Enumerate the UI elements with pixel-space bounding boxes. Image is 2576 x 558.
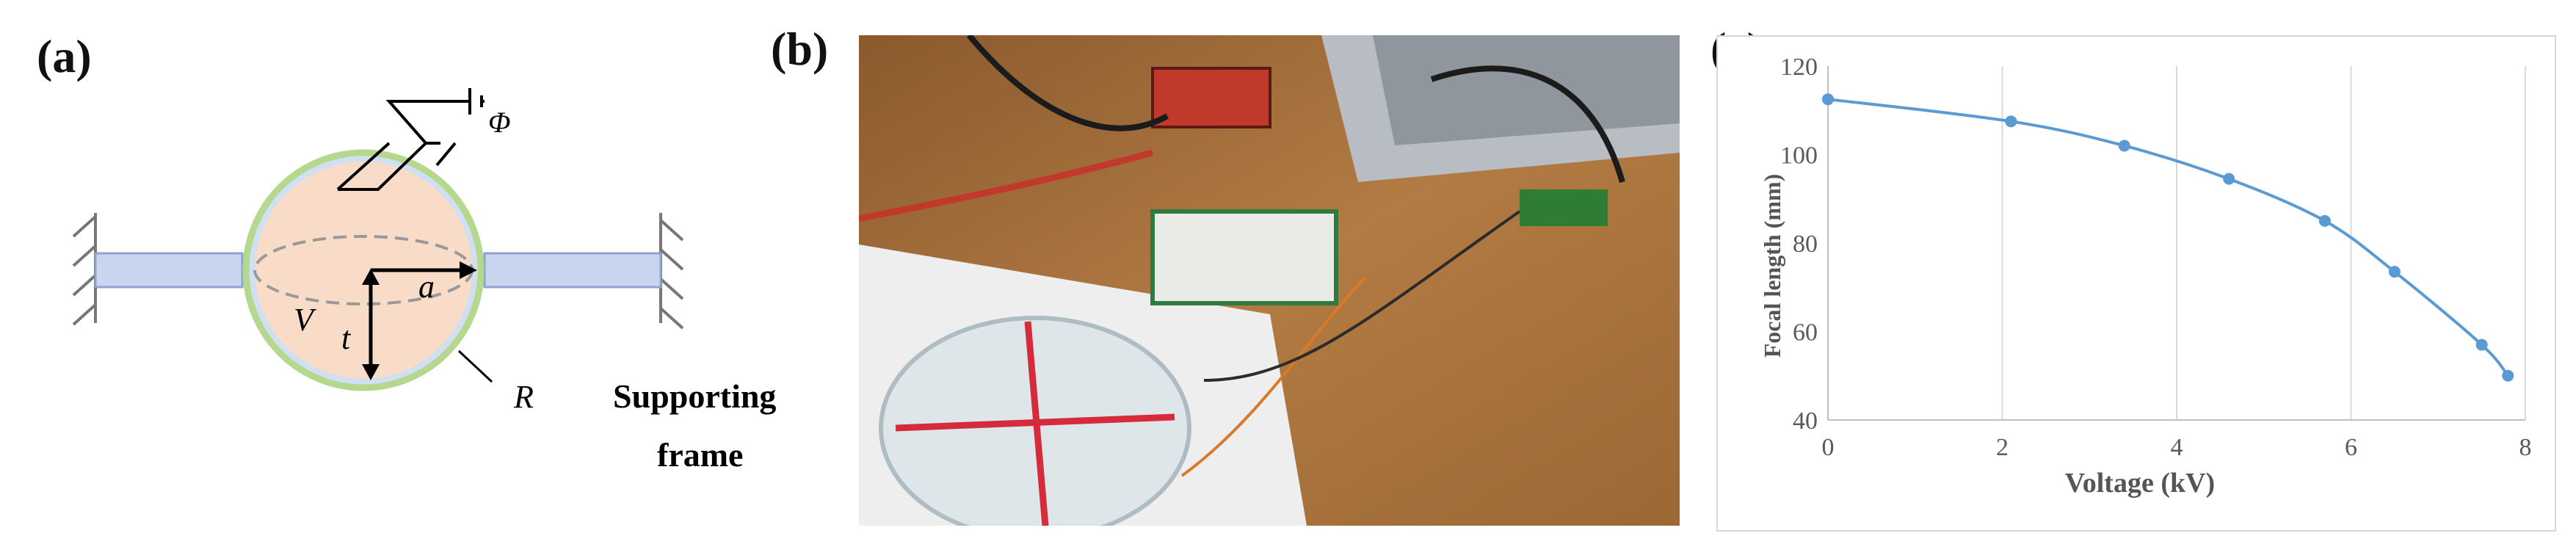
axes <box>1827 66 2525 421</box>
cable-red <box>859 149 1154 222</box>
electrode-vertical <box>1024 321 1049 526</box>
cable-wire <box>1203 210 1521 382</box>
frame-label-line1: Supporting <box>613 377 776 415</box>
panel-label-b: (b) <box>771 23 829 75</box>
x-tick-label: 0 <box>1822 434 1835 461</box>
voltage-source <box>336 88 485 191</box>
grid <box>2001 66 2526 420</box>
frame-label-line2: frame <box>657 436 743 474</box>
sensor-board <box>1520 189 1608 226</box>
tick-labels: 0 2 4 6 8 40 60 80 100 120 <box>1780 54 2532 461</box>
y-tick-label: 100 <box>1780 142 1818 170</box>
lens-schematic: Φ a V t R Supporting frame <box>44 73 852 529</box>
t-symbol: t <box>341 320 352 356</box>
controller-board <box>1151 67 1271 128</box>
series-line <box>1827 98 2509 377</box>
right-wall <box>659 213 684 330</box>
cable-orange <box>1180 276 1367 477</box>
laptop-keys <box>1373 35 1680 145</box>
v-symbol: V <box>294 302 317 338</box>
data-points <box>1822 93 2514 382</box>
a-symbol: a <box>418 269 435 305</box>
radius-arrowhead <box>460 261 477 279</box>
data-point <box>2118 140 2130 152</box>
x-tick-label: 2 <box>1996 434 2009 461</box>
y-tick-label: 60 <box>1793 319 1818 347</box>
thickness-arrowhead-bottom <box>362 364 380 380</box>
data-point <box>2318 214 2331 227</box>
data-point <box>1822 93 1834 106</box>
x-tick-label: 6 <box>2345 434 2357 461</box>
y-tick-label: 40 <box>1793 407 1818 435</box>
lens-body <box>255 162 472 379</box>
data-point <box>2475 338 2488 351</box>
setup-photo <box>859 35 1680 526</box>
thickness-arrowhead-top <box>362 269 380 285</box>
phi-symbol: Φ <box>488 106 510 139</box>
left-support-tube <box>94 252 244 289</box>
cable-black <box>966 35 1169 131</box>
data-point <box>2388 266 2401 278</box>
y-tick-label: 80 <box>1793 231 1818 258</box>
x-axis-label: Voltage (kV) <box>2065 468 2215 499</box>
data-point <box>2005 115 2017 128</box>
chart-panel: 0 2 4 6 8 40 60 80 100 120 Voltage (kV) Focal len… <box>1716 35 2556 532</box>
y-axis-label: Focal length (mm) <box>1759 174 1785 358</box>
panel-label-a: (a) <box>37 30 92 82</box>
right-support-tube <box>483 252 662 289</box>
x-tick-label: 4 <box>2171 434 2183 461</box>
r-pointer <box>457 349 493 383</box>
x-tick-label: 8 <box>2519 434 2532 461</box>
driver-board <box>1150 209 1338 305</box>
source-lead <box>435 142 457 167</box>
left-wall <box>72 213 97 326</box>
focal-length-chart: 0 2 4 6 8 40 60 80 100 120 Voltage (kV) Focal len… <box>1759 54 2532 499</box>
data-point <box>2502 369 2514 382</box>
data-point <box>2223 173 2235 185</box>
r-symbol: R <box>513 379 534 415</box>
y-tick-label: 120 <box>1780 54 1818 81</box>
cable-black-2 <box>1430 65 1625 184</box>
